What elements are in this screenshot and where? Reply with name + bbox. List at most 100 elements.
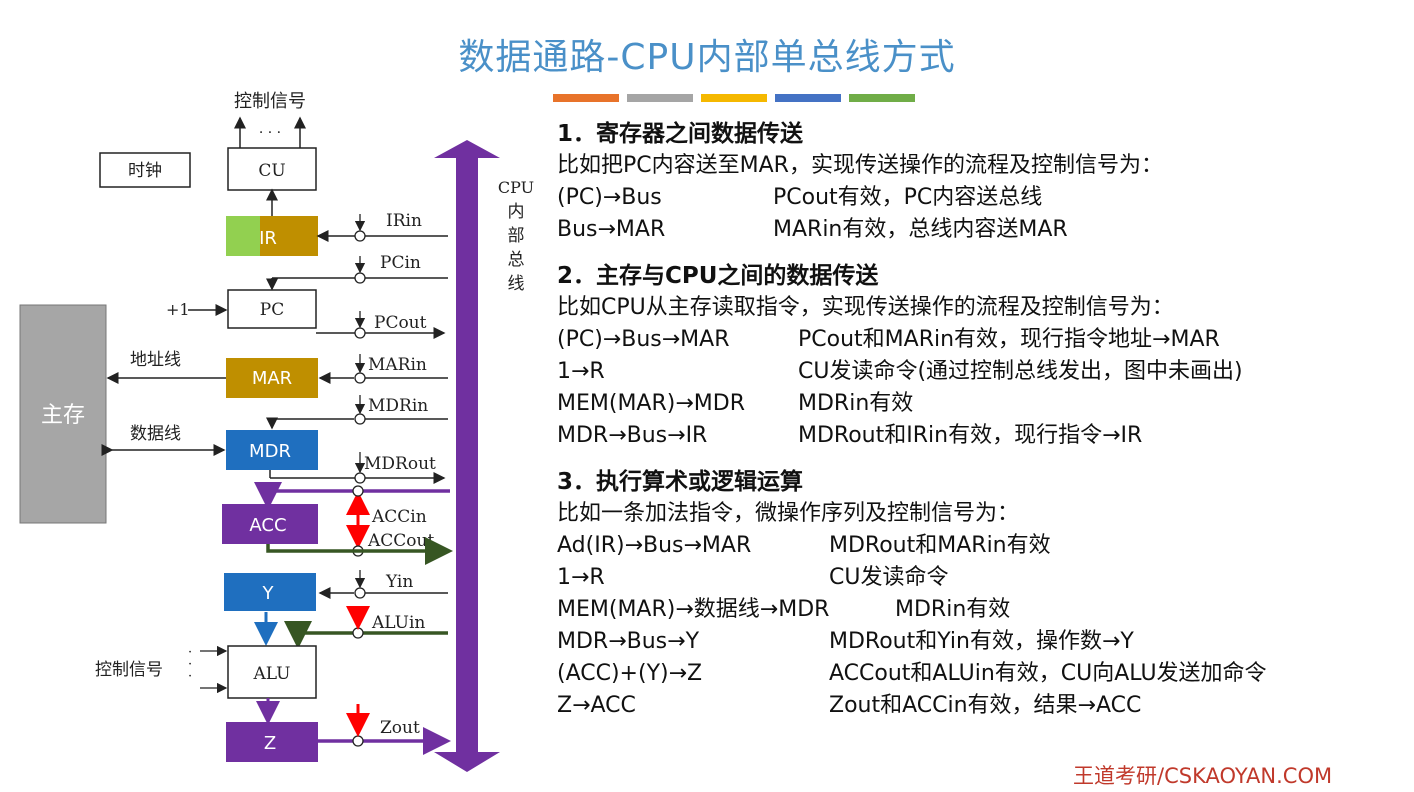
section-title: 2．主存与CPU之间的数据传送 bbox=[557, 263, 879, 289]
main-memory-label: 主存 bbox=[41, 403, 85, 428]
pc-box bbox=[227, 289, 317, 329]
pcin-label: PCin bbox=[380, 253, 421, 273]
step-desc: Zout和ACCin有效，结果→ACC bbox=[829, 693, 1142, 718]
mar-label: MAR bbox=[252, 368, 292, 389]
yin-gate bbox=[354, 587, 366, 599]
mar-box bbox=[226, 358, 318, 398]
step-op: (PC)→Bus bbox=[557, 185, 662, 210]
control-signals-alu-label: 控制信号 bbox=[95, 660, 163, 680]
step-op: Ad(IR)→Bus→MAR bbox=[557, 533, 752, 558]
alu-label: ALU bbox=[253, 664, 291, 684]
color-bar bbox=[849, 94, 915, 102]
step-row: Bus→MAR MARin有效，总线内容送MAR bbox=[557, 214, 1397, 246]
cu-box bbox=[227, 147, 317, 191]
aluin-label: ALUin bbox=[371, 613, 425, 633]
step-desc: MDRout和Yin有效，操作数→Y bbox=[829, 629, 1134, 654]
step-desc: MDRin有效 bbox=[895, 597, 1011, 622]
bus-label-char: 部 bbox=[508, 226, 525, 246]
color-bar bbox=[553, 94, 619, 102]
color-bar-strip bbox=[553, 94, 915, 102]
step-row: Ad(IR)→Bus→MAR MDRout和MARin有效 bbox=[557, 530, 1397, 562]
section-memory-transfer: 2．主存与CPU之间的数据传送 比如CPU从主存读取指令，实现传送操作的流程及控… bbox=[557, 260, 1397, 452]
footer-brand: 王道考研/CSKAOYAN.COM bbox=[1073, 764, 1333, 788]
mdr-label: MDR bbox=[249, 441, 291, 462]
zout-label: Zout bbox=[380, 718, 420, 738]
step-op: MDR→Bus→Y bbox=[557, 629, 700, 654]
section-title: 3．执行算术或逻辑运算 bbox=[557, 469, 804, 495]
color-bar bbox=[701, 94, 767, 102]
accin-path bbox=[254, 482, 450, 510]
data-line-label: 数据线 bbox=[130, 424, 181, 444]
clock-box bbox=[99, 152, 191, 188]
explanation-content: 1．寄存器之间数据传送 比如把PC内容送至MAR，实现传送操作的流程及控制信号为… bbox=[557, 118, 1397, 736]
mdrout-gate bbox=[354, 472, 366, 484]
irin-gate bbox=[354, 230, 366, 242]
y-label: Y bbox=[262, 583, 275, 604]
pcout-gate bbox=[354, 327, 366, 339]
accin-gate bbox=[352, 485, 364, 497]
step-desc: CU发读命令 bbox=[829, 565, 949, 590]
alu-control-dots: · bbox=[188, 645, 192, 660]
step-desc: PCout有效，PC内容送总线 bbox=[773, 185, 1043, 210]
pc-label: PC bbox=[260, 300, 284, 320]
bus-label-char: 总 bbox=[508, 250, 525, 270]
control-dots: · · · bbox=[259, 125, 281, 141]
step-row: MEM(MAR)→MDR MDRin有效 bbox=[557, 388, 1397, 420]
clock-label: 时钟 bbox=[128, 161, 162, 181]
zout-gate bbox=[352, 735, 364, 747]
aluin-path bbox=[284, 621, 448, 649]
acc-label: ACC bbox=[249, 515, 286, 536]
section-register-transfer: 1．寄存器之间数据传送 比如把PC内容送至MAR，实现传送操作的流程及控制信号为… bbox=[557, 118, 1397, 246]
marin-gate bbox=[354, 372, 366, 384]
alu-control-dots: · bbox=[188, 669, 192, 684]
color-bar bbox=[627, 94, 693, 102]
accout-label: ACCout bbox=[367, 531, 434, 551]
step-desc: MDRin有效 bbox=[798, 391, 914, 416]
step-row: Z→ACC Zout和ACCin有效，结果→ACC bbox=[557, 690, 1397, 722]
accin-label: ACCin bbox=[371, 507, 427, 527]
step-op: MEM(MAR)→数据线→MDR bbox=[557, 597, 830, 622]
ir-box-gold bbox=[260, 216, 318, 256]
ir-box-green bbox=[226, 216, 260, 256]
yin-label: Yin bbox=[385, 572, 413, 592]
mdrin-gate bbox=[354, 413, 366, 425]
mdrin-label: MDRin bbox=[368, 396, 428, 416]
section-alu-operation: 3．执行算术或逻辑运算 比如一条加法指令，微操作序列及控制信号为： Ad(IR)… bbox=[557, 466, 1397, 722]
acc-box bbox=[222, 504, 318, 544]
z-box bbox=[226, 722, 318, 762]
pcout-label: PCout bbox=[374, 313, 427, 333]
step-desc: CU发读命令(通过控制总线发出，图中未画出) bbox=[798, 359, 1243, 384]
section-title: 1．寄存器之间数据传送 bbox=[557, 121, 804, 147]
slide-title: 数据通路-CPU内部单总线方式 bbox=[458, 37, 956, 78]
step-row: MDR→Bus→IR MDRout和IRin有效，现行指令→IR bbox=[557, 420, 1397, 452]
step-op: (ACC)+(Y)→Z bbox=[557, 661, 703, 686]
plus-one-label: +1 bbox=[166, 300, 190, 319]
alu-control-dots: · bbox=[188, 657, 192, 672]
step-row: MDR→Bus→Y MDRout和Yin有效，操作数→Y bbox=[557, 626, 1397, 658]
cpu-datapath-diagram: 主存 控制信号 · · · 时钟 CU IR IRin PCin PC +1 P… bbox=[19, 91, 534, 772]
step-op: 1→R bbox=[557, 359, 605, 384]
irin-label: IRin bbox=[386, 211, 422, 231]
bus-label-char: 内 bbox=[508, 202, 525, 222]
cpu-internal-bus bbox=[434, 140, 500, 772]
step-op: Bus→MAR bbox=[557, 217, 666, 242]
section-intro: 比如一条加法指令，微操作序列及控制信号为： bbox=[557, 501, 1020, 526]
step-op: MEM(MAR)→MDR bbox=[557, 391, 745, 416]
mdr-box bbox=[226, 430, 318, 470]
step-op: 1→R bbox=[557, 565, 605, 590]
step-desc: MDRout和IRin有效，现行指令→IR bbox=[798, 423, 1143, 448]
step-desc: ACCout和ALUin有效，CU向ALU发送加命令 bbox=[829, 661, 1267, 686]
aluin-gate bbox=[352, 627, 364, 639]
step-desc: MDRout和MARin有效 bbox=[829, 533, 1051, 558]
step-row: 1→R CU发读命令 bbox=[557, 562, 1397, 594]
step-op: Z→ACC bbox=[557, 693, 636, 718]
bus-label-cpu: CPU bbox=[498, 178, 534, 197]
step-op: (PC)→Bus→MAR bbox=[557, 327, 730, 352]
section-intro: 比如把PC内容送至MAR，实现传送操作的流程及控制信号为： bbox=[557, 153, 1163, 178]
step-op: MDR→Bus→IR bbox=[557, 423, 708, 448]
step-row: (ACC)+(Y)→Z ACCout和ALUin有效，CU向ALU发送加命令 bbox=[557, 658, 1397, 690]
address-line-label: 地址线 bbox=[130, 350, 181, 370]
pcin-gate bbox=[354, 272, 366, 284]
mdrout-label: MDRout bbox=[364, 454, 436, 474]
step-desc: PCout和MARin有效，现行指令地址→MAR bbox=[798, 327, 1220, 352]
